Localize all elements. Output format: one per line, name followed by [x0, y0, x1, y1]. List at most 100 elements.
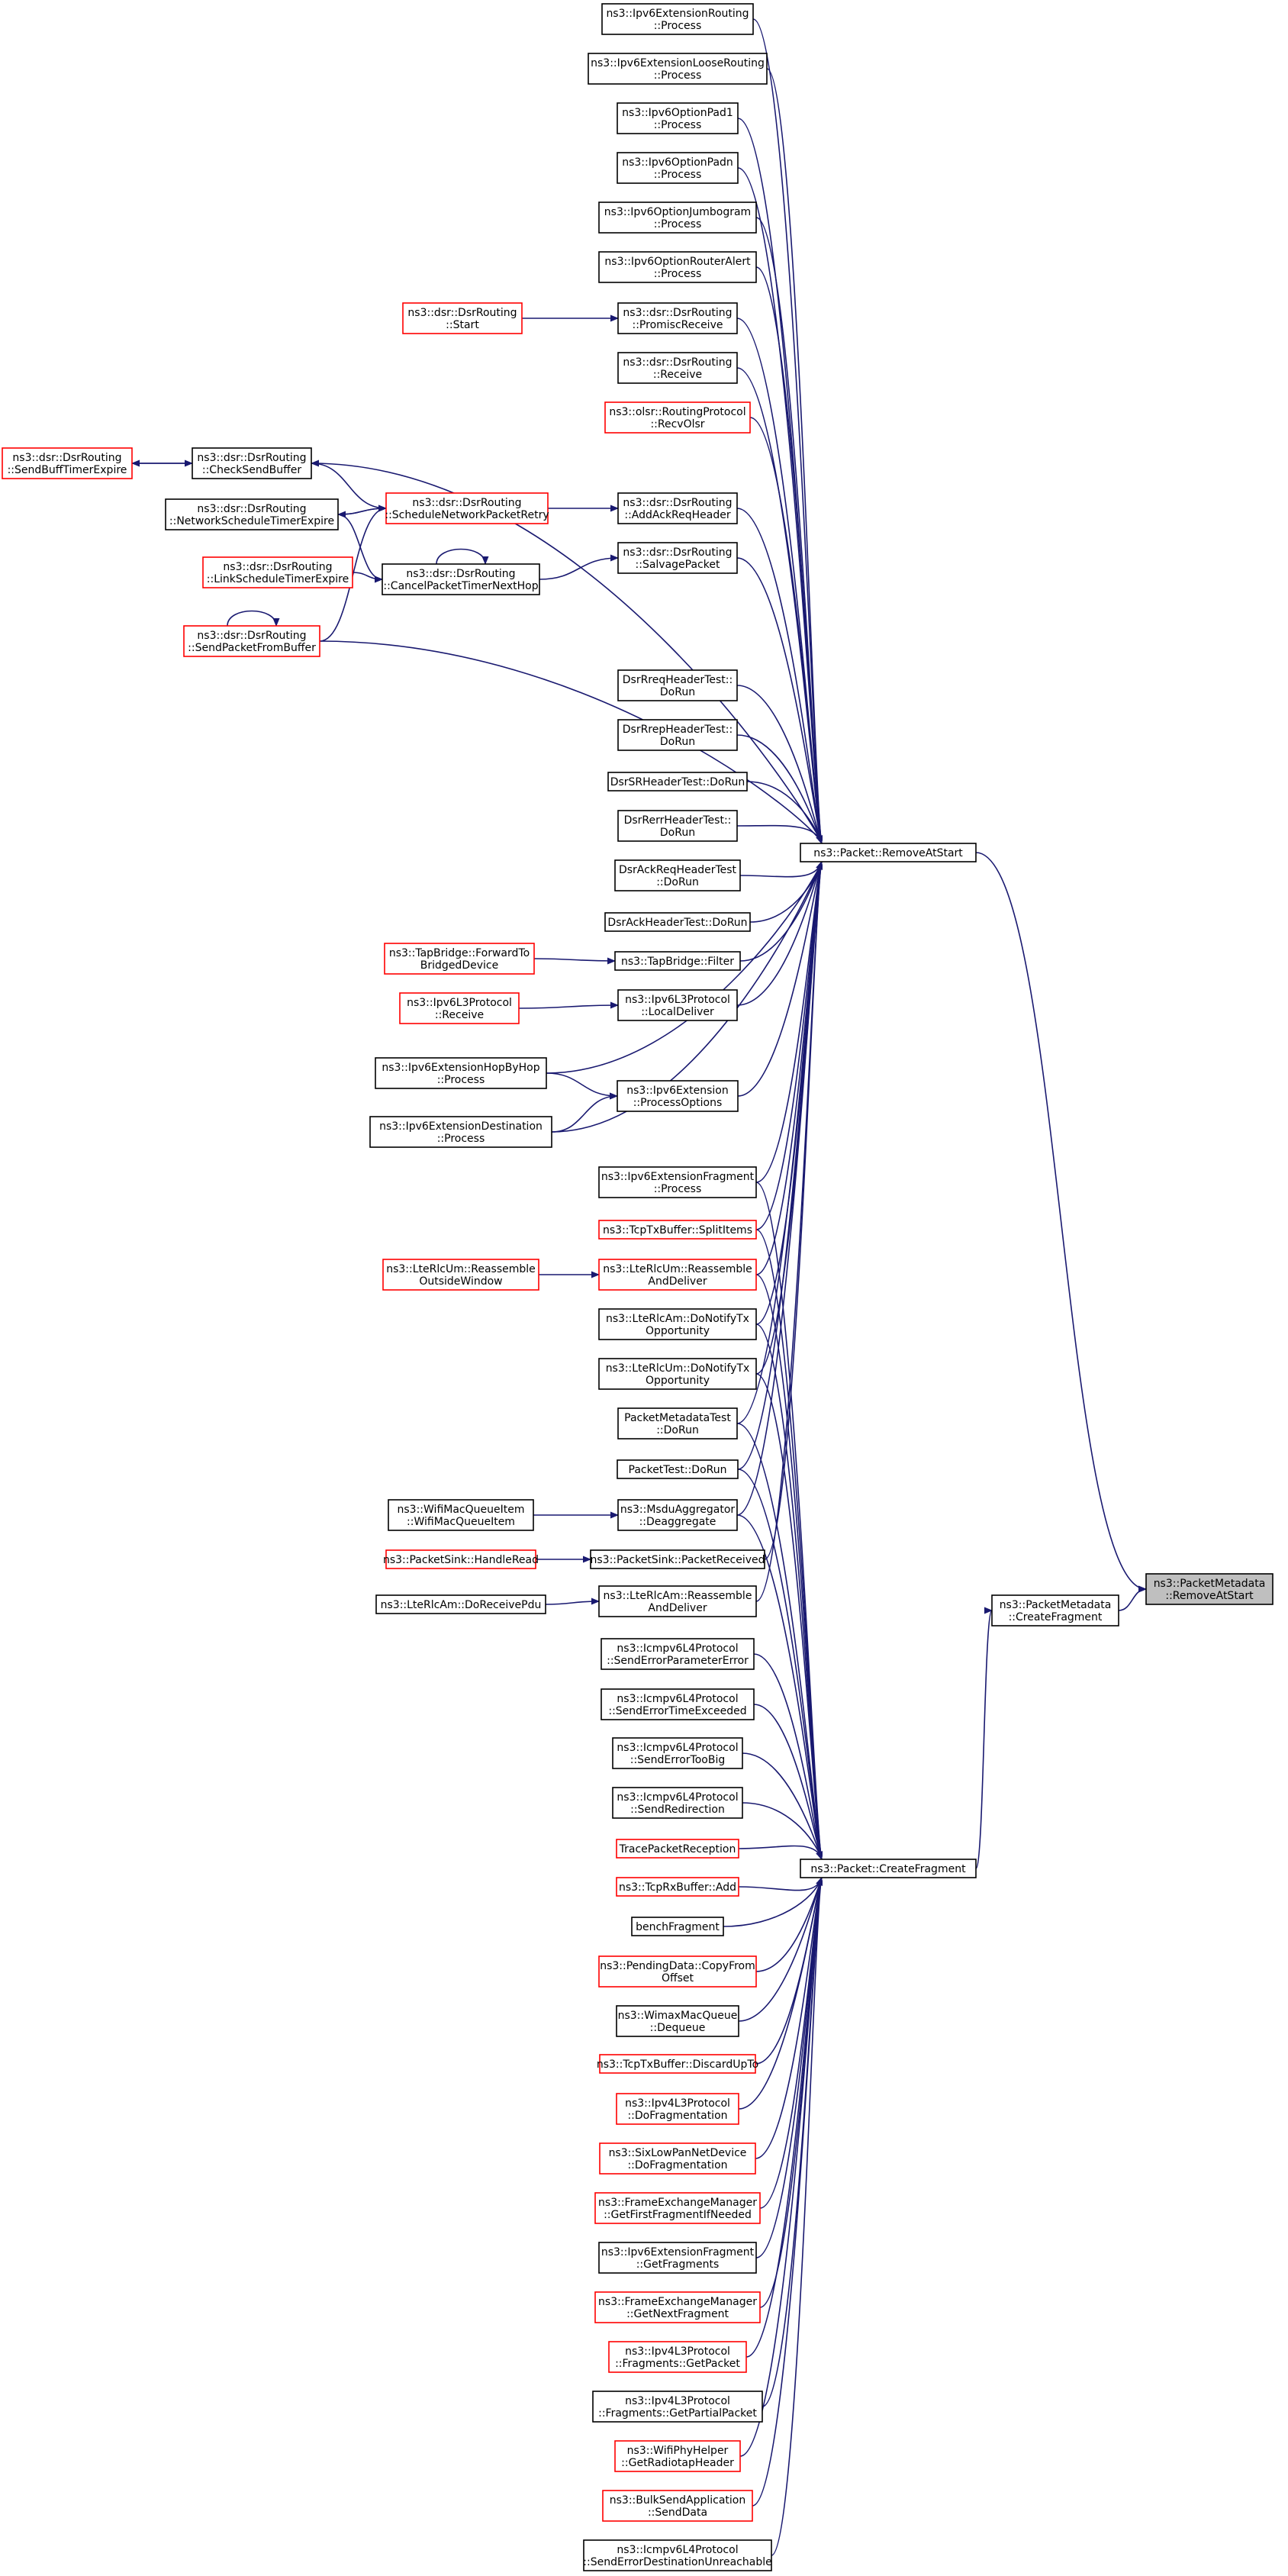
graph-node[interactable]: ns3::Icmpv6L4Protocol::SendErrorParamete…: [601, 1638, 755, 1670]
graph-node[interactable]: ns3::dsr::DsrRouting::NetworkScheduleTim…: [165, 498, 339, 530]
call-edge: [551, 1092, 618, 1133]
graph-node[interactable]: DsrAckHeaderTest::DoRun: [604, 912, 751, 932]
node-label: ::SendData: [648, 2507, 707, 2519]
graph-node[interactable]: ns3::TcpTxBuffer::SplitItems: [598, 1220, 757, 1240]
graph-node[interactable]: DsrRrepHeaderTest::DoRun: [617, 719, 738, 751]
graph-node[interactable]: ns3::Ipv6ExtensionLooseRouting::Process: [588, 53, 768, 85]
graph-node[interactable]: ns3::dsr::DsrRouting::CheckSendBuffer: [192, 447, 312, 479]
graph-node[interactable]: ns3::Packet::CreateFragment: [800, 1859, 977, 1878]
node-box: [602, 2490, 753, 2522]
graph-node[interactable]: ns3::PacketSink::PacketReceived: [590, 1549, 765, 1569]
node-label: ns3::Ipv6ExtensionRouting: [606, 8, 749, 20]
graph-node[interactable]: ns3::dsr::DsrRouting::SendBuffTimerExpir…: [2, 447, 133, 479]
node-box: [2, 447, 133, 479]
node-label: ::Process: [437, 1133, 485, 1145]
graph-node[interactable]: ns3::dsr::DsrRouting::Receive: [617, 352, 738, 384]
graph-node[interactable]: ns3::Ipv4L3Protocol::Fragments::GetParti…: [592, 2391, 763, 2423]
node-label: ::Deaggregate: [639, 1516, 716, 1528]
graph-node[interactable]: ns3::WifiPhyHelper::GetRadiotapHeader: [614, 2440, 741, 2472]
graph-node[interactable]: ns3::FrameExchangeManager::GetNextFragme…: [594, 2291, 761, 2323]
graph-node[interactable]: ns3::Ipv6ExtensionDestination::Process: [369, 1116, 552, 1148]
node-label: ::CheckSendBuffer: [202, 464, 301, 476]
graph-node[interactable]: ns3::Ipv4L3Protocol::DoFragmentation: [616, 2093, 739, 2125]
graph-node[interactable]: ns3::Ipv4L3Protocol::Fragments::GetPacke…: [608, 2341, 747, 2373]
graph-node[interactable]: ns3::dsr::DsrRouting::SalvagePacket: [617, 542, 738, 574]
node-label: ns3::olsr::RoutingProtocol: [609, 406, 745, 418]
graph-node[interactable]: ns3::Ipv6ExtensionFragment::Process: [598, 1166, 757, 1198]
node-box: [617, 542, 738, 574]
graph-node[interactable]: ns3::dsr::DsrRouting::LinkScheduleTimerE…: [202, 556, 353, 588]
graph-node[interactable]: ns3::TcpRxBuffer::Add: [616, 1877, 739, 1897]
graph-node[interactable]: ns3::MsduAggregator::Deaggregate: [617, 1499, 738, 1531]
node-box: [588, 53, 768, 85]
graph-node[interactable]: ns3::Ipv6OptionPadn::Process: [617, 152, 739, 184]
graph-node[interactable]: ns3::Ipv6ExtensionFragment::GetFragments: [598, 2242, 757, 2274]
graph-node[interactable]: ns3::Ipv6ExtensionRouting::Process: [601, 3, 754, 35]
graph-node[interactable]: ns3::dsr::DsrRouting::SendPacketFromBuff…: [183, 625, 320, 657]
graph-node[interactable]: PacketMetadataTest::DoRun: [617, 1407, 738, 1440]
node-box: [617, 1459, 739, 1479]
graph-node[interactable]: ns3::Icmpv6L4Protocol::SendErrorDestinat…: [583, 2539, 772, 2571]
graph-node[interactable]: ns3::PacketSink::HandleRead: [383, 1549, 539, 1569]
node-label: ns3::dsr::DsrRouting: [223, 561, 332, 573]
graph-node[interactable]: ns3::TcpTxBuffer::DiscardUpTo: [597, 2054, 758, 2074]
graph-node[interactable]: PacketTest::DoRun: [617, 1459, 739, 1479]
graph-node[interactable]: ns3::Ipv6L3Protocol::LocalDeliver: [617, 989, 738, 1021]
graph-node[interactable]: TracePacketReception: [616, 1839, 739, 1859]
graph-node[interactable]: ns3::BulkSendApplication::SendData: [602, 2490, 753, 2522]
graph-node[interactable]: ns3::Icmpv6L4Protocol::SendRedirection: [612, 1787, 743, 1819]
graph-node[interactable]: ns3::Ipv6ExtensionHopByHop::Process: [375, 1057, 547, 1089]
node-box: [594, 2192, 761, 2224]
graph-node[interactable]: benchFragment: [631, 1917, 724, 1936]
graph-node[interactable]: ns3::LteRlcAm::DoReceivePdu: [375, 1594, 546, 1614]
graph-node[interactable]: ns3::WifiMacQueueItem::WifiMacQueueItem: [388, 1499, 534, 1531]
node-label: ns3::Ipv6ExtensionFragment: [601, 2246, 755, 2258]
graph-node[interactable]: ns3::dsr::DsrRouting::Start: [402, 302, 523, 334]
node-label: ns3::dsr::DsrRouting: [406, 568, 515, 580]
node-label: ::Fragments::GetPartialPacket: [598, 2407, 757, 2420]
graph-node[interactable]: ns3::Ipv6L3Protocol::Receive: [399, 992, 520, 1024]
graph-node[interactable]: ns3::Icmpv6L4Protocol::SendErrorTooBig: [612, 1737, 743, 1769]
graph-node[interactable]: ns3::WimaxMacQueue::Dequeue: [616, 2005, 739, 2037]
graph-node[interactable]: ns3::TapBridge::Filter: [614, 951, 741, 971]
graph-node[interactable]: DsrRerrHeaderTest::DoRun: [617, 810, 738, 842]
graph-node[interactable]: ns3::Ipv6Extension::ProcessOptions: [617, 1080, 739, 1112]
graph-node[interactable]: DsrRreqHeaderTest::DoRun: [617, 669, 738, 701]
graph-node[interactable]: ns3::Packet::RemoveAtStart: [800, 843, 977, 862]
node-label: benchFragment: [636, 1921, 720, 1933]
node-label: ::SendRedirection: [630, 1804, 725, 1816]
node-label: ::Process: [654, 20, 702, 32]
graph-node[interactable]: ns3::Icmpv6L4Protocol::SendErrorTimeExce…: [601, 1688, 755, 1720]
node-label: ns3::Ipv4L3Protocol: [625, 2097, 730, 2110]
node-box: [590, 1549, 765, 1569]
graph-node[interactable]: ns3::PacketMetadata::RemoveAtStart: [1145, 1573, 1274, 1605]
graph-node[interactable]: DsrSRHeaderTest::DoRun: [607, 772, 748, 791]
graph-node[interactable]: ns3::olsr::RoutingProtocol::RecvOlsr: [604, 401, 751, 434]
node-label: ::Process: [654, 268, 702, 280]
graph-node[interactable]: DsrAckReqHeaderTest::DoRun: [614, 859, 741, 891]
graph-node[interactable]: ns3::Ipv6OptionPad1::Process: [617, 102, 739, 134]
graph-node[interactable]: ns3::PacketMetadata::CreateFragment: [991, 1594, 1119, 1627]
call-edge: [752, 1877, 823, 2507]
graph-node[interactable]: ns3::Ipv6OptionJumbogram::Process: [598, 202, 757, 234]
graph-node[interactable]: ns3::dsr::DsrRouting::PromiscReceive: [617, 302, 738, 334]
node-label: ns3::Ipv6Extension: [626, 1085, 728, 1097]
node-label: ::AddAckReqHeader: [624, 509, 730, 521]
node-label: ns3::SixLowPanNetDevice: [609, 2147, 747, 2159]
graph-node[interactable]: ns3::FrameExchangeManager::GetFirstFragm…: [594, 2192, 761, 2224]
graph-node[interactable]: ns3::dsr::DsrRouting::ScheduleNetworkPac…: [385, 492, 549, 524]
graph-node[interactable]: ns3::SixLowPanNetDevice::DoFragmentation: [599, 2142, 756, 2175]
node-label: Offset: [662, 1972, 694, 1984]
graph-node[interactable]: ns3::dsr::DsrRouting::AddAckReqHeader: [617, 492, 738, 524]
node-label: ns3::FrameExchangeManager: [598, 2296, 757, 2308]
node-label: DsrRreqHeaderTest::: [623, 674, 733, 686]
graph-node[interactable]: ns3::Ipv6OptionRouterAlert::Process: [598, 251, 757, 283]
graph-node[interactable]: ns3::dsr::DsrRouting::CancelPacketTimerN…: [382, 563, 540, 595]
